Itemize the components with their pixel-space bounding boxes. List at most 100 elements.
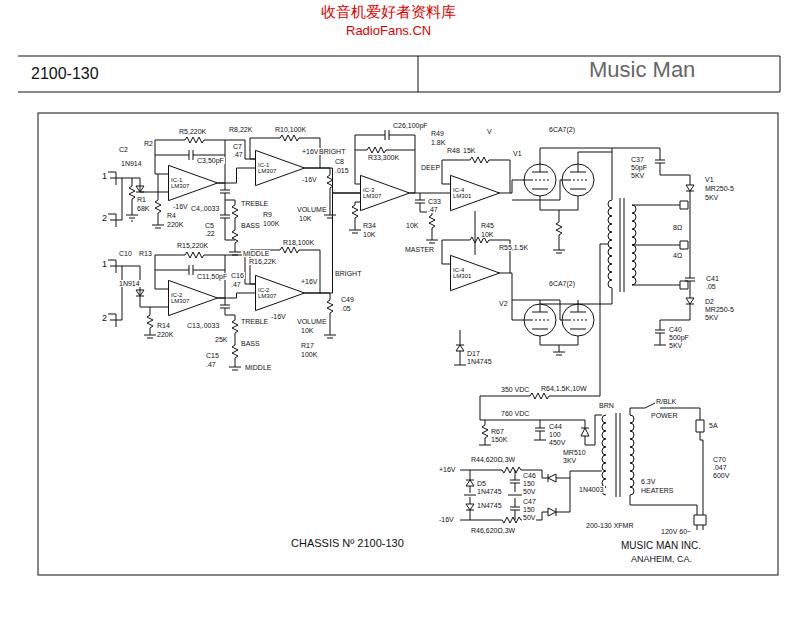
component-label: R5,220K	[178, 128, 207, 135]
component-label: C5	[204, 222, 215, 229]
component-label: 2	[101, 314, 108, 323]
component-label: 600V	[712, 472, 730, 479]
op-amp: IC-4 LM301	[450, 255, 500, 291]
schematic-line	[630, 495, 706, 530]
component-label: C7	[232, 143, 243, 150]
component-label: MR250-5	[704, 185, 735, 192]
component-label: .05	[340, 305, 352, 312]
component-label: 1	[101, 172, 108, 181]
channel-one-wiring	[108, 130, 438, 255]
component-label: 100K	[262, 220, 280, 227]
component-label: BASS	[240, 340, 261, 347]
component-label: C37	[630, 156, 645, 163]
component-label: C8	[334, 158, 345, 165]
component-label: TREBLE	[240, 318, 269, 325]
schematic-line	[38, 113, 778, 575]
schematic-line	[654, 270, 695, 345]
schematic-line	[108, 172, 168, 192]
component-label: V1	[512, 150, 523, 157]
component-label: R10,100K	[274, 126, 307, 133]
schematic-line	[464, 470, 476, 520]
schematic-line	[324, 293, 336, 338]
op-amp: IC-2 LM307	[168, 280, 218, 316]
op-amp-label: IC-2 LM307	[171, 292, 195, 305]
component-label: 10K	[405, 222, 419, 229]
component-label: .47	[427, 206, 439, 213]
component-label: C41	[705, 275, 720, 282]
op-amp-outline	[451, 175, 500, 210]
component-label: R17	[300, 342, 315, 349]
component-label: 5KV	[704, 314, 719, 321]
component-label: D5	[476, 480, 487, 487]
signal-wire	[218, 293, 255, 298]
schematic-line	[108, 178, 122, 227]
op-amp-outline	[256, 150, 305, 185]
op-amp: IC-2 LM307	[255, 275, 305, 311]
component-label: VOLUME	[296, 206, 328, 213]
component-label: 5KV	[704, 194, 719, 201]
component-label: R9	[262, 211, 273, 218]
component-label: MIDDLE	[242, 250, 270, 257]
schematic-line	[480, 415, 602, 445]
schematic-line	[355, 130, 415, 150]
schematic-line	[454, 330, 466, 365]
component-label: 450V	[548, 439, 566, 446]
component-label: C13,.0033	[186, 322, 220, 329]
component-label: 68K	[136, 205, 150, 212]
op-amp-label: IC-3 LM307	[363, 187, 387, 200]
op-amp-outline	[169, 280, 218, 315]
component-label: 10K	[300, 327, 314, 334]
component-label: D2	[704, 298, 715, 305]
schematic-line	[144, 307, 156, 338]
component-label: 1	[101, 260, 108, 269]
component-label: BASS	[240, 222, 261, 229]
component-label: BRIGHT	[334, 270, 362, 277]
op-amp-label: IC-4 LM301	[453, 187, 477, 200]
component-label: 10K	[480, 231, 494, 238]
component-label: .22	[204, 230, 216, 237]
schematic-line	[460, 512, 542, 523]
component-label: 220K	[166, 221, 184, 228]
component-label: POWER	[650, 412, 678, 419]
component-label: 5KV	[630, 172, 645, 179]
component-label: VOLUME	[296, 318, 328, 325]
op-amp: IC-1 LM307	[168, 165, 218, 201]
component-label: MIDDLE	[244, 364, 272, 371]
component-label: MR510	[562, 449, 587, 456]
component-label: R46,620Ω,3W	[470, 527, 516, 534]
component-label: .015	[334, 167, 350, 174]
op-amp: IC-1 LM307	[255, 150, 305, 186]
component-label: MUSIC MAN INC.	[620, 541, 702, 551]
op-amp-outline	[361, 175, 410, 210]
schematic-line	[152, 174, 164, 228]
component-label: .47	[205, 361, 217, 368]
schematic-line	[136, 186, 144, 192]
component-label: V1	[704, 176, 715, 183]
component-label: 25K	[214, 336, 228, 343]
component-label: 2100-130	[30, 66, 100, 82]
op-amp-outline	[256, 275, 305, 310]
component-label: TREBLE	[240, 200, 269, 207]
component-label: 5A	[708, 422, 719, 429]
component-label: -16V	[270, 313, 287, 320]
schematic-line	[612, 148, 694, 270]
component-label: 500pF	[668, 334, 690, 341]
component-label: .47	[232, 151, 244, 158]
op-amp-label: IC-1 LM307	[258, 162, 282, 175]
schematic-line	[108, 266, 122, 327]
schematic-line	[608, 200, 612, 288]
component-label: C10	[118, 250, 133, 257]
component-label: R64,1.5K,10W	[540, 385, 588, 392]
component-label: 50V	[522, 488, 536, 495]
component-label: R33,300K	[367, 154, 400, 161]
schematic-line	[460, 467, 542, 478]
component-label: .47	[230, 281, 242, 288]
component-label: D17	[466, 350, 481, 357]
component-label: R34	[362, 222, 377, 229]
component-label: 10K	[298, 215, 312, 222]
component-label: 50V	[522, 514, 536, 521]
signal-wire	[218, 168, 255, 183]
component-label: 1N4745	[476, 502, 503, 509]
